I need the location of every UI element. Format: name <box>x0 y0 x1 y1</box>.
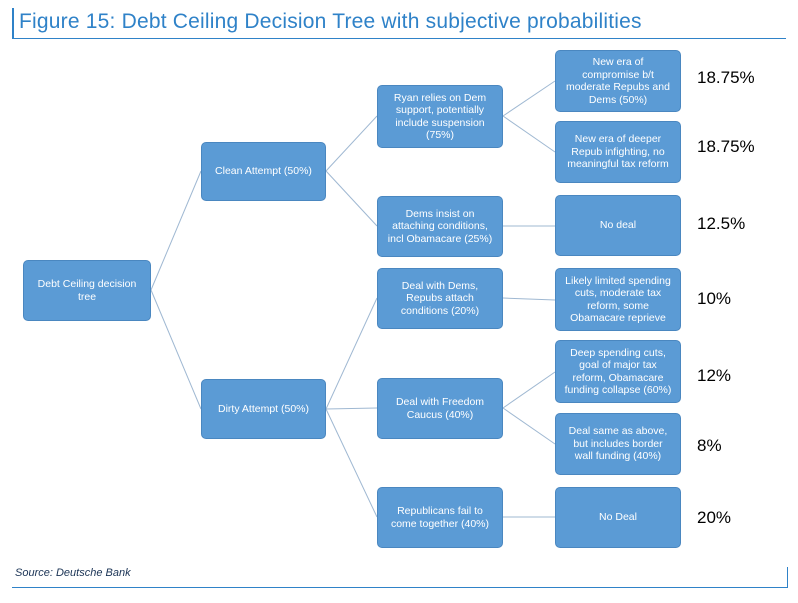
node-no-deal-1-label: No deal <box>599 219 637 232</box>
node-deep-cuts-label: Deep spending cuts, goal of major tax re… <box>564 346 672 397</box>
link-deal-freedom-border-wall <box>502 407 556 445</box>
title-divider <box>12 38 786 39</box>
link-deal-freedom-deep-cuts <box>502 371 556 409</box>
node-dirty-attempt: Dirty Attempt (50%) <box>201 379 326 439</box>
link-dirty-repubs-fail <box>325 408 378 518</box>
title-accent-bar <box>12 8 14 38</box>
node-deal-with-freedom-caucus: Deal with Freedom Caucus (40%) <box>377 378 503 439</box>
source-note: Source: Deutsche Bank <box>15 567 131 579</box>
node-republicans-fail-label: Republicans fail to come together (40%) <box>390 505 490 530</box>
node-compromise: New era of compromise b/t moderate Repub… <box>555 50 681 112</box>
node-clean-attempt-label: Clean Attempt (50%) <box>215 165 312 178</box>
node-deal-with-dems: Deal with Dems, Repubs attach conditions… <box>377 268 503 329</box>
probability-no-deal-1: 12.5% <box>697 214 746 233</box>
node-dems-insist: Dems insist on attaching conditions, inc… <box>377 196 503 257</box>
figure-title: Figure 15: Debt Ceiling Decision Tree wi… <box>19 10 642 33</box>
node-ryan-relies-label: Ryan relies on Dem support, potentially … <box>393 91 487 142</box>
probability-limited-cuts: 10% <box>697 289 732 308</box>
node-republicans-fail: Republicans fail to come together (40%) <box>377 487 503 548</box>
node-root: Debt Ceiling decision tree <box>23 260 151 321</box>
node-deal-with-freedom-caucus-label: Deal with Freedom Caucus (40%) <box>395 396 485 421</box>
node-ryan-relies: Ryan relies on Dem support, potentially … <box>377 85 503 148</box>
probability-border-wall: 8% <box>697 436 722 455</box>
node-no-deal-2: No Deal <box>555 487 681 548</box>
probability-compromise: 18.75% <box>697 68 755 87</box>
link-dirty-deal-dems <box>325 297 378 410</box>
node-limited-cuts: Likely limited spending cuts, moderate t… <box>555 268 681 331</box>
node-border-wall: Deal same as above, but includes border … <box>555 413 681 475</box>
link-ryan-compromise <box>502 80 556 117</box>
node-infighting-label: New era of deeper Repub infighting, no m… <box>567 133 669 171</box>
node-compromise-label: New era of compromise b/t moderate Repub… <box>566 56 670 106</box>
link-clean-dems-insist <box>325 170 378 227</box>
node-dirty-attempt-label: Dirty Attempt (50%) <box>217 402 310 415</box>
probability-deep-cuts: 12% <box>697 366 732 385</box>
node-border-wall-label: Deal same as above, but includes border … <box>568 425 668 463</box>
node-infighting: New era of deeper Repub infighting, no m… <box>555 121 681 183</box>
node-deal-with-dems-label: Deal with Dems, Repubs attach conditions… <box>400 279 480 317</box>
link-ryan-infighting <box>502 115 556 153</box>
link-root-dirty <box>150 289 202 410</box>
footer-divider <box>12 587 788 588</box>
link-root-clean <box>150 170 202 291</box>
node-clean-attempt: Clean Attempt (50%) <box>201 142 326 201</box>
footer-accent-bar <box>787 567 788 588</box>
probability-no-deal-2: 20% <box>697 508 732 527</box>
node-limited-cuts-label: Likely limited spending cuts, moderate t… <box>565 274 671 325</box>
link-clean-ryan <box>325 115 378 172</box>
node-root-label: Debt Ceiling decision tree <box>37 278 137 303</box>
node-deep-cuts: Deep spending cuts, goal of major tax re… <box>555 340 681 403</box>
node-dems-insist-label: Dems insist on attaching conditions, inc… <box>387 207 493 245</box>
link-deal-dems-limited-cuts <box>502 297 556 301</box>
probability-infighting: 18.75% <box>697 137 755 156</box>
node-no-deal-2-label: No Deal <box>599 511 637 524</box>
node-no-deal-1: No deal <box>555 195 681 256</box>
link-dirty-deal-freedom <box>325 407 378 410</box>
